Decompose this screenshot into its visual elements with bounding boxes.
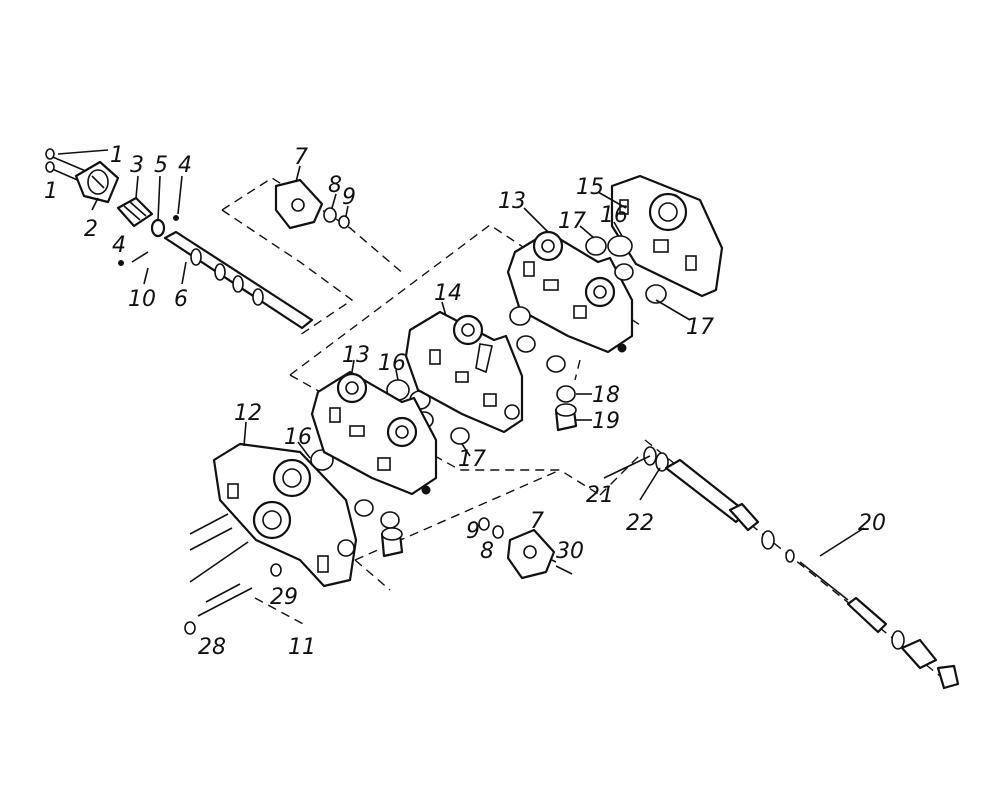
bolts-11-icon [184,513,282,635]
label-9b: 9 [466,519,480,544]
label-28: 28 [198,635,226,660]
label-17a: 17 [558,209,586,234]
oring-8b-icon [492,525,504,539]
work-section-13-upper [506,230,634,354]
cover-plate-top [274,178,350,230]
label-16b: 16 [378,351,406,376]
label-3: 3 [130,153,144,178]
label-1a: 1 [110,143,124,168]
label-7b: 7 [530,509,544,534]
label-22: 22 [626,511,654,536]
label-13a: 13 [498,189,526,214]
cover-plate-bottom [478,517,573,580]
spool-6-icon [163,230,314,330]
leader-lines [57,149,865,563]
lower-plug-icon [380,511,404,558]
pin-4-icon [173,215,179,221]
screw-30-icon [555,565,573,575]
label-6: 6 [174,287,188,312]
label-12: 12 [234,401,262,426]
label-1b: 1 [44,179,58,204]
washer-5-icon [150,218,166,238]
inlet-section-15 [610,174,724,298]
work-section-13-lower [310,370,438,496]
label-8a: 8 [328,173,342,198]
oring-8-icon [323,207,337,223]
pin-10-icon [131,251,149,263]
oring-9b-icon [478,517,490,531]
plug-19-icon [554,403,578,432]
label-15: 15 [576,175,604,200]
label-16a: 16 [600,203,628,228]
label-4a: 4 [178,153,192,178]
label-13b: 13 [342,343,370,368]
label-16c: 16 [284,425,312,450]
label-29: 29 [270,585,298,610]
label-4b: 4 [112,233,126,258]
label-18: 18 [592,383,620,408]
label-10: 10 [128,287,156,312]
spool-20-icon [643,446,960,690]
cap-2-icon [74,160,120,204]
part-labels: 1 1 2 3 5 4 4 10 6 7 8 9 13 15 17 16 17 … [44,143,886,660]
pin-4b-icon [118,260,124,266]
label-9a: 9 [342,185,356,210]
actuator-parts [45,148,314,330]
label-21: 21 [586,483,614,508]
label-2: 2 [84,217,98,242]
oring-9-icon [338,215,350,229]
label-19: 19 [592,409,620,434]
middle-section-14 [404,310,524,434]
label-17c: 17 [458,447,486,472]
outlet-section-12 [212,442,358,588]
label-17b: 17 [686,315,714,340]
label-11: 11 [288,635,316,660]
oring-18-icon [556,385,576,403]
screw-1-icon [45,148,89,183]
label-14: 14 [434,281,462,306]
label-5: 5 [154,153,168,178]
spring-3-icon [116,196,154,228]
label-7a: 7 [294,145,308,170]
label-30: 30 [556,539,584,564]
label-20: 20 [858,511,886,536]
label-8b: 8 [480,539,494,564]
